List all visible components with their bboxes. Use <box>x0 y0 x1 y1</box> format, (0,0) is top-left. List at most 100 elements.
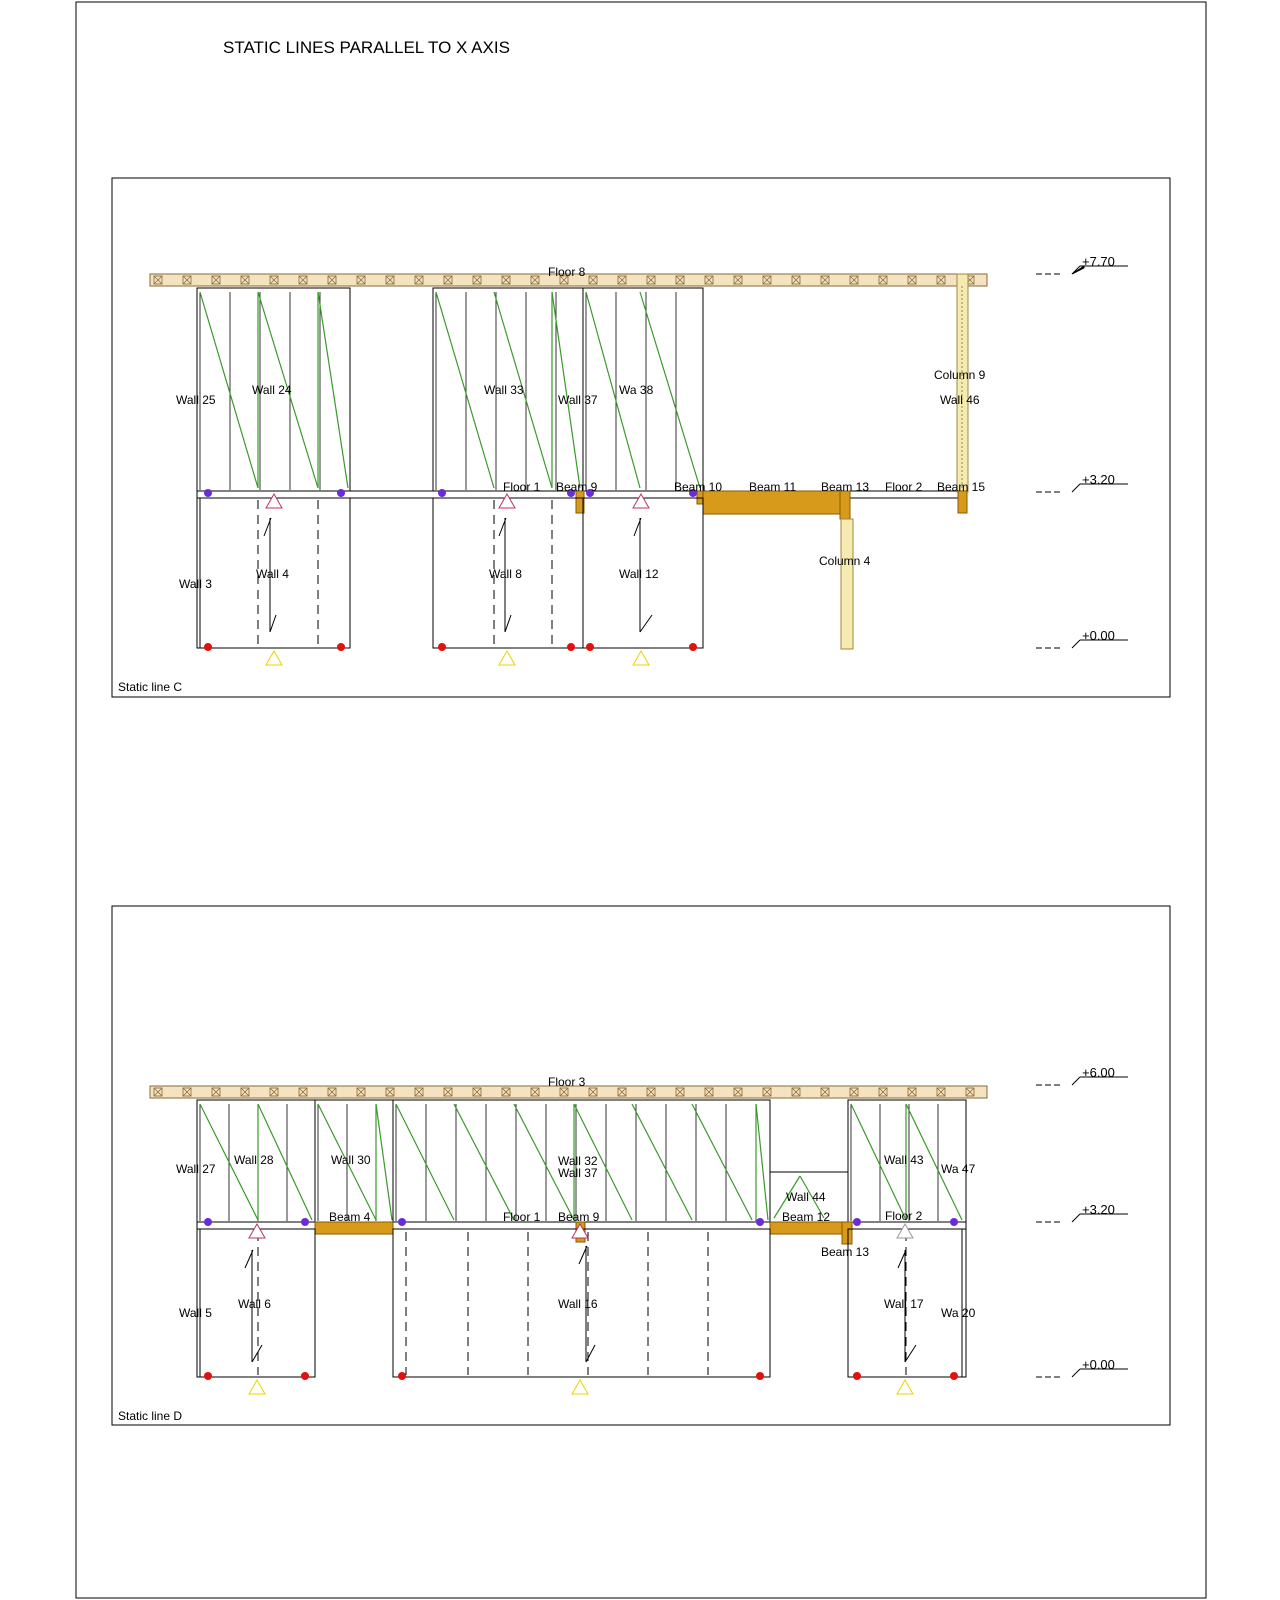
sheet-border <box>75 1 1207 1599</box>
panel-frame <box>111 177 1171 698</box>
floor-joist <box>646 275 656 285</box>
elevation-label: +6.00 <box>1082 1065 1115 1080</box>
elevation-label: +3.20 <box>1082 1202 1115 1217</box>
label-wall-17: Wall 17 <box>884 1297 924 1311</box>
floor-joist <box>385 1087 395 1097</box>
floor-joist <box>936 1087 946 1097</box>
elevation-label: +0.00 <box>1082 1357 1115 1372</box>
elevation-marker: +0.00 <box>1036 628 1128 649</box>
floor-joist <box>588 1087 598 1097</box>
floor-joist <box>385 275 395 285</box>
support-point <box>337 643 345 651</box>
beam-13 <box>839 490 851 520</box>
elevation-marker: +6.00 <box>1036 1065 1128 1086</box>
floor-joist <box>298 275 308 285</box>
floor-joist <box>182 1087 192 1097</box>
support-triangle <box>896 1378 914 1395</box>
floor-joist <box>240 275 250 285</box>
label-wall-6: Wall 6 <box>238 1297 271 1311</box>
support-point <box>398 1218 406 1226</box>
label-wall-4: Wall 4 <box>256 567 289 581</box>
wall-studs <box>199 292 677 490</box>
floor-joist <box>965 1087 975 1097</box>
floor-joist <box>472 275 482 285</box>
upper-walls <box>196 287 704 492</box>
label-beam-9: Beam 9 <box>556 480 598 494</box>
floor-joist <box>704 275 714 285</box>
support-point <box>204 1218 212 1226</box>
floor-joist <box>762 275 772 285</box>
support-triangle <box>248 1378 266 1395</box>
floor-joist <box>675 1087 685 1097</box>
support-point <box>398 1372 406 1380</box>
beam-9 <box>575 490 585 514</box>
floor-joist <box>559 1087 569 1097</box>
support-point <box>204 643 212 651</box>
label-wall-46: Wall 46 <box>940 393 980 407</box>
label-beam-4: Beam 4 <box>329 1210 371 1224</box>
floor-joist <box>878 1087 888 1097</box>
floor-joist <box>269 275 279 285</box>
label-wall-38: Wa 38 <box>619 383 654 397</box>
floor-joist <box>936 275 946 285</box>
floor-joist <box>646 1087 656 1097</box>
label-wall-37: Wall 37 <box>558 393 598 407</box>
floor-joist <box>791 275 801 285</box>
floor-joist <box>356 275 366 285</box>
floor-joist <box>182 275 192 285</box>
panel-caption: Static line C <box>118 680 182 694</box>
floor-joist <box>414 1087 424 1097</box>
floor-joist <box>356 1087 366 1097</box>
panel-static-line-d: Static line D Floor 3 <box>111 905 1171 1426</box>
floor-joist <box>472 1087 482 1097</box>
label-beam-10: Beam 10 <box>674 480 722 494</box>
floor-joist <box>907 1087 917 1097</box>
label-beam-9: Beam 9 <box>558 1210 600 1224</box>
support-point <box>204 1372 212 1380</box>
floor-joist <box>211 275 221 285</box>
floor-joist <box>704 1087 714 1097</box>
label-wall-16: Wall 16 <box>558 1297 598 1311</box>
label-wall-47: Wa 47 <box>941 1162 976 1176</box>
support-triangle <box>248 1222 266 1239</box>
label-floor-1: Floor 1 <box>503 1210 541 1224</box>
label-wall-8: Wall 8 <box>489 567 522 581</box>
floor-joist <box>559 275 569 285</box>
floor-joists <box>153 275 975 285</box>
wall-braces <box>199 291 701 489</box>
floor-joist <box>327 1087 337 1097</box>
label-wall-12: Wall 12 <box>619 567 659 581</box>
column-4 <box>840 518 854 650</box>
label-wall-44: Wall 44 <box>786 1190 826 1204</box>
elevation-markers: +7.70 +3.20 +0.00 <box>1036 254 1128 649</box>
floor-joist <box>153 275 163 285</box>
support-point <box>853 1372 861 1380</box>
floor-joists <box>153 1087 975 1097</box>
label-wall-25: Wall 25 <box>176 393 216 407</box>
support-point <box>337 489 345 497</box>
label-wall-24: Wall 24 <box>252 383 292 397</box>
label-wall-32: Wall 32 <box>558 1154 598 1168</box>
support-triangle <box>498 649 516 666</box>
floor-joist <box>907 275 917 285</box>
label-column-4: Column 4 <box>819 554 871 568</box>
floor-top <box>149 273 988 287</box>
label-beam-11: Beam 11 <box>749 480 796 494</box>
label-beam-13: Beam 13 <box>821 1245 869 1259</box>
support-point <box>586 489 594 497</box>
support-point <box>853 1218 861 1226</box>
floor-joist <box>443 1087 453 1097</box>
beam-13 <box>841 1221 853 1245</box>
beam-4 <box>314 1221 394 1235</box>
support-point <box>438 489 446 497</box>
support-point <box>567 643 575 651</box>
wall-braces <box>199 1103 963 1221</box>
floor-joist <box>443 275 453 285</box>
panel-static-line-c: Static line C Floor 8 <box>111 177 1171 698</box>
label-wall-28: Wall 28 <box>234 1153 274 1167</box>
support-point <box>950 1218 958 1226</box>
elevation-marker: +3.20 <box>1036 472 1128 493</box>
support-point <box>756 1218 764 1226</box>
floor-joist <box>762 1087 772 1097</box>
